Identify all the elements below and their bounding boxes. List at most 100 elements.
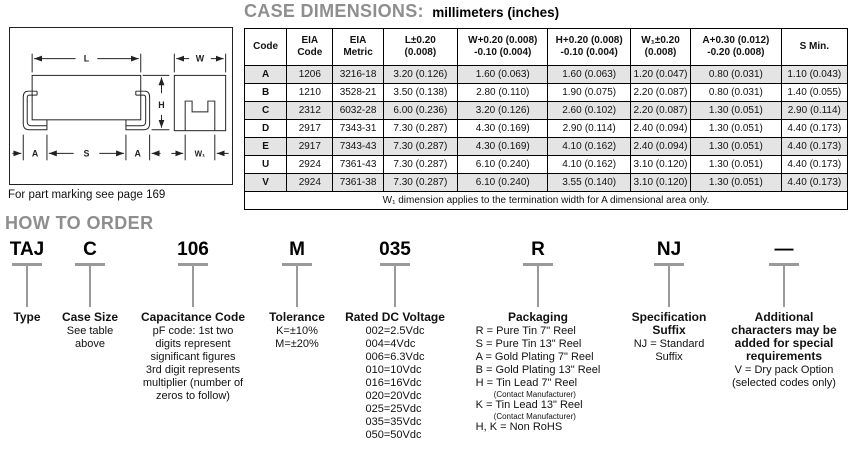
- dimension-value-cell: 2.20 (0.087): [629, 83, 692, 102]
- dimension-value-cell: 2.60 (0.102): [547, 101, 631, 120]
- dimension-value-cell: 6.10 (0.240): [457, 155, 549, 174]
- order-description: V = Dry pack Option(selected codes only): [718, 364, 850, 390]
- dimension-value-cell: 2.90 (0.114): [780, 101, 849, 120]
- description-line: 035=35Vdc: [365, 416, 422, 428]
- dimension-value-cell: 6032-28: [332, 101, 384, 120]
- dimension-value-cell: 3.55 (0.140): [547, 173, 631, 192]
- order-code: 106: [177, 239, 209, 260]
- order-description: K=±10%M=±20%: [260, 325, 334, 351]
- description-line: B = Gold Plating 13" Reel: [475, 364, 601, 376]
- dimension-value-cell: 1.30 (0.051): [690, 173, 782, 192]
- dimension-value-cell: 1.20 (0.047): [629, 65, 692, 84]
- description-line: V = Dry pack Option: [734, 364, 834, 376]
- capacitor-outline-drawing: L H A S A W W₁: [12, 54, 229, 161]
- dimension-value-cell: 3528-21: [332, 83, 384, 102]
- description-subline: (Contact Manufacturer): [493, 412, 576, 421]
- case-code-cell: D: [243, 119, 288, 138]
- dimension-value-cell: 3.10 (0.120): [629, 155, 692, 174]
- dimension-value-cell: 1.60 (0.063): [547, 65, 631, 84]
- dimension-value-cell: 0.80 (0.031): [690, 65, 782, 84]
- order-label: Capacitance Code: [140, 310, 246, 324]
- description-line: R = Pure Tin 7" Reel: [475, 325, 576, 337]
- dimension-value-cell: 4.40 (0.173): [780, 119, 849, 138]
- dimension-value-cell: 3216-18: [332, 65, 384, 84]
- order-label: Type: [13, 310, 41, 324]
- description-line: 010=10Vdc: [365, 364, 422, 376]
- dimension-value-cell: 4.40 (0.173): [780, 173, 849, 192]
- description-line: 020=20Vdc: [365, 390, 422, 402]
- dim-label-s: S: [83, 148, 89, 158]
- dimension-value-cell: 2.20 (0.087): [629, 101, 692, 120]
- dimension-value-cell: 1.10 (0.043): [780, 65, 849, 84]
- dimension-value-cell: 2.90 (0.114): [547, 119, 631, 138]
- dimension-value-cell: 2924: [286, 155, 334, 174]
- description-line: NJ = Standard: [633, 338, 705, 350]
- case-dimensions-heading: CASE DIMENSIONS: millimeters (inches): [244, 1, 559, 22]
- case-code-cell: E: [243, 137, 288, 156]
- dimension-value-cell: 1.90 (0.075): [547, 83, 631, 102]
- case-code-cell: C: [243, 101, 288, 120]
- case-dimensions-title: CASE DIMENSIONS:: [244, 1, 424, 21]
- dimension-value-cell: 3.20 (0.126): [457, 101, 549, 120]
- dimension-value-cell: 3.10 (0.120): [629, 173, 692, 192]
- dimension-value-cell: 1.30 (0.051): [690, 155, 782, 174]
- dim-label-l: L: [84, 54, 90, 64]
- description-line: 016=16Vdc: [365, 377, 422, 389]
- dimension-value-cell: 2.40 (0.094): [629, 137, 692, 156]
- dimension-value-cell: 7.30 (0.287): [382, 155, 459, 174]
- dimension-value-cell: 1.30 (0.051): [690, 101, 782, 120]
- description-line: K = Tin Lead 13" Reel: [475, 399, 583, 411]
- dimension-value-cell: 1210: [286, 83, 334, 102]
- dimension-value-cell: 7343-31: [332, 119, 384, 138]
- order-code: 035: [379, 239, 411, 260]
- dimension-value-cell: 2924: [286, 173, 334, 192]
- dimension-value-cell: 1.30 (0.051): [690, 119, 782, 138]
- description-line: (selected codes only): [732, 377, 836, 389]
- dimension-value-cell: 2312: [286, 101, 334, 120]
- case-code-cell: V: [243, 173, 288, 192]
- dim-label-w: W: [196, 54, 205, 64]
- dimension-value-cell: 7.30 (0.287): [382, 173, 459, 192]
- connector-bar: [282, 263, 312, 266]
- connector-line: [296, 266, 298, 307]
- dimension-value-cell: 4.40 (0.173): [780, 137, 849, 156]
- description-line: above: [75, 338, 105, 350]
- order-code: —: [774, 239, 794, 260]
- column-header: Code: [243, 28, 288, 66]
- description-line: Suffix: [655, 351, 683, 363]
- description-subline: (Contact Manufacturer): [493, 390, 576, 399]
- connector-line: [192, 266, 194, 307]
- dimension-value-cell: 0.80 (0.031): [690, 83, 782, 102]
- dim-label-a-right: A: [135, 148, 142, 158]
- connector-bar: [380, 263, 410, 266]
- dimension-value-cell: 2.40 (0.094): [629, 119, 692, 138]
- connector-line: [537, 266, 539, 307]
- dimension-value-cell: 3.20 (0.126): [382, 65, 459, 84]
- dimension-value-cell: 4.10 (0.162): [547, 137, 631, 156]
- order-label: Rated DC Voltage: [345, 310, 445, 324]
- dimension-value-cell: 1.60 (0.063): [457, 65, 549, 84]
- dimension-value-cell: 1.30 (0.051): [690, 137, 782, 156]
- dimension-value-cell: 7.30 (0.287): [382, 137, 459, 156]
